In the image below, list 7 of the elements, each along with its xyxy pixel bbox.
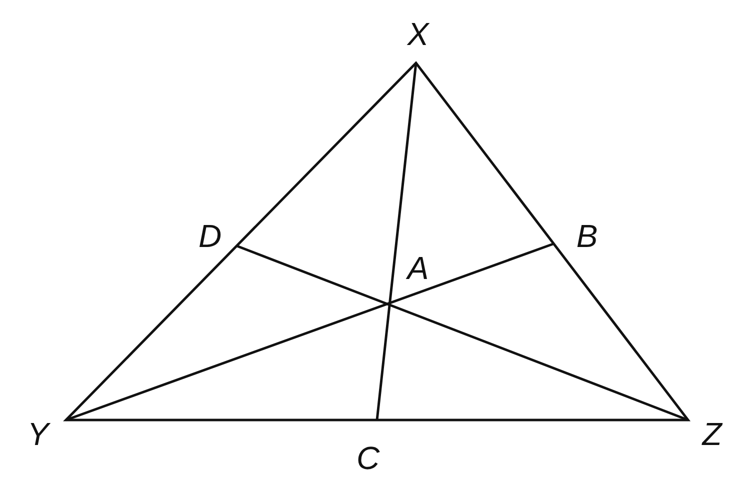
point-label: Y bbox=[27, 418, 49, 450]
point-label: A bbox=[407, 252, 429, 284]
point-label: B bbox=[576, 220, 598, 252]
point-label: D bbox=[198, 220, 222, 252]
point-label: Z bbox=[702, 418, 722, 450]
point-label: X bbox=[407, 18, 429, 50]
point-label: C bbox=[356, 442, 380, 474]
